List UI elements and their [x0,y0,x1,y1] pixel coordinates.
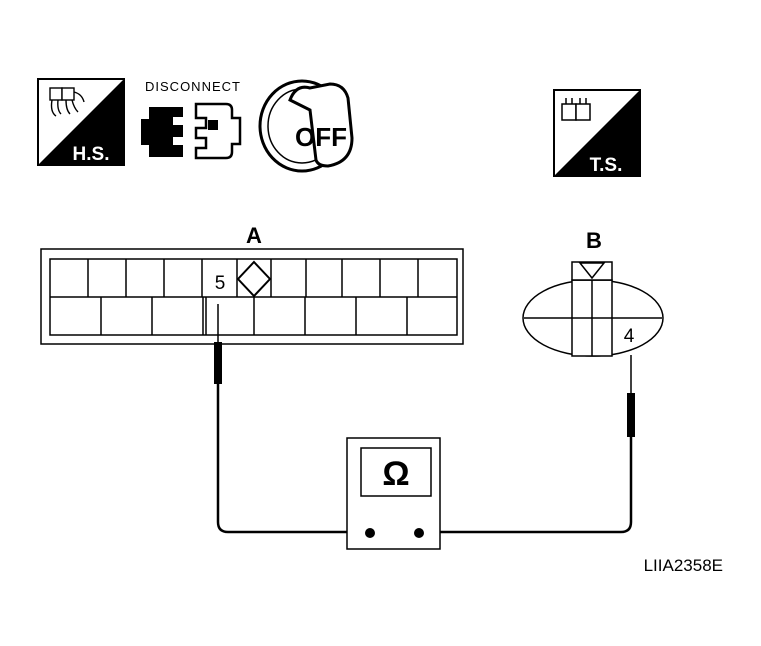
terminal-4-label: 4 [624,326,635,347]
harness-side-label: H.S. [73,144,110,165]
test-lead-right [420,437,633,534]
ohmmeter: Ω [346,437,441,550]
disconnect-label: DISCONNECT [145,79,241,94]
figure-code: LIIA2358E [644,556,723,575]
terminal-side-label: T.S. [590,155,623,176]
connector-b-label: B [586,228,602,253]
meter-terminal-left [365,528,375,538]
test-lead-left [216,384,370,534]
lock-tab-icon [578,262,606,280]
terminal-5-label: 5 [215,273,226,294]
probe-left [214,304,222,384]
connector-a: A 5 [40,223,464,345]
disconnect-icon: DISCONNECT [141,79,242,160]
ignition-off-label: OFF [295,122,347,152]
terminal-side-icon: T.S. [553,89,641,177]
ohm-symbol: Ω [382,455,409,493]
probe-right [627,355,635,437]
ignition-off-icon: OFF [258,79,354,173]
lock-tab-icon [236,260,272,298]
harness-side-icon: H.S. [37,78,125,166]
connector-b: B 4 [522,228,664,357]
meter-terminal-right [414,528,424,538]
connector-a-label: A [246,223,262,248]
